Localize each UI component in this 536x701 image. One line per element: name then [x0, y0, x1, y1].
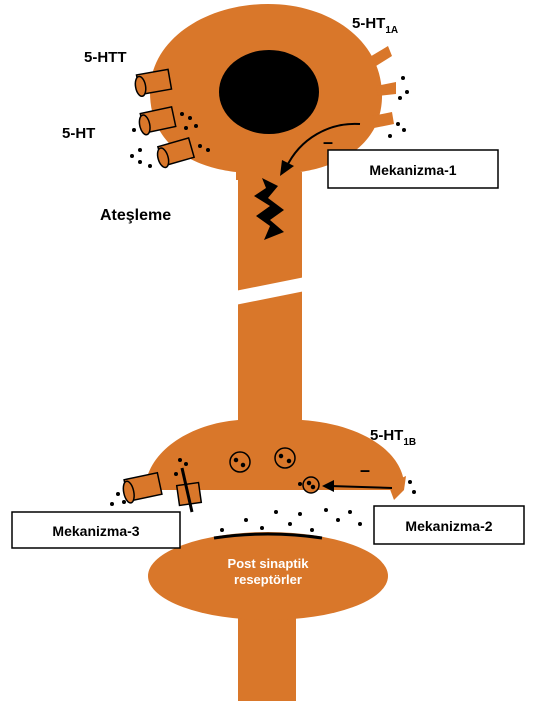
label-reseptorler: reseptörler	[234, 572, 302, 587]
mechanism-1-box: Mekanizma-1	[328, 150, 498, 188]
mechanism-1-label: Mekanizma-1	[369, 162, 456, 178]
mechanism-2-box: Mekanizma-2	[374, 506, 524, 544]
mechanism-3-label: Mekanizma-3	[52, 523, 139, 539]
minus-sign-bottom: –	[360, 460, 370, 480]
mechanism-3-box: Mekanizma-3	[12, 512, 180, 548]
label-5ht1a: 5-HT1A	[352, 15, 398, 36]
label-atesleme: Ateşleme	[100, 207, 171, 224]
label-5ht: 5-HT	[62, 125, 95, 142]
minus-sign-top: –	[323, 132, 333, 152]
presynaptic-neuron	[130, 4, 409, 440]
nucleus	[219, 50, 319, 134]
label-post-sinaptik: Post sinaptik	[228, 556, 310, 571]
label-5htt: 5-HTT	[84, 49, 127, 66]
presynaptic-terminal	[122, 410, 416, 512]
mechanism-2-label: Mekanizma-2	[405, 518, 492, 534]
